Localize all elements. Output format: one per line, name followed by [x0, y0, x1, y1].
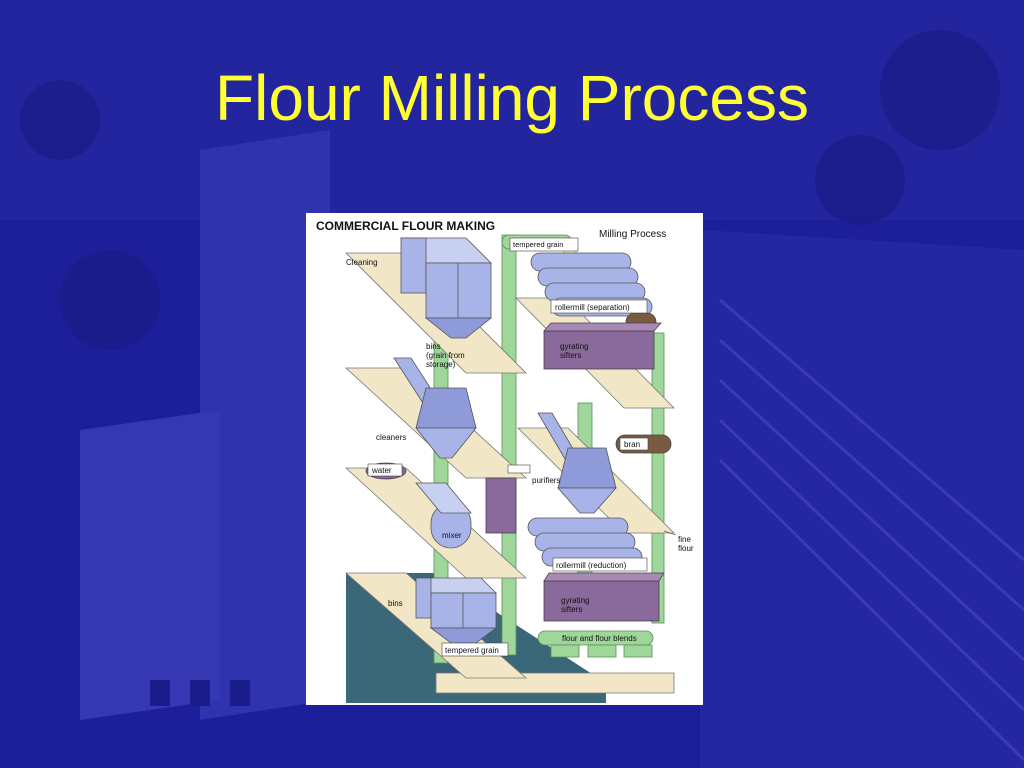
diagram-canvas: COMMERCIAL FLOUR MAKING Milling Process … [316, 219, 694, 703]
label-cleaning: Cleaning [346, 258, 378, 267]
flour-milling-diagram: COMMERCIAL FLOUR MAKING Milling Process … [306, 213, 703, 705]
label-rollermill-reduction: rollermill (reduction) [556, 561, 627, 570]
label-water: water [371, 466, 392, 475]
label-flour: flour [678, 544, 694, 553]
flour-blend-tanks [537, 630, 654, 658]
label-bran: bran [624, 440, 640, 449]
label-rollermill-separation: rollermill (separation) [555, 303, 630, 312]
label-tempered-grain-top: tempered grain [513, 240, 563, 249]
label-gyrating-bottom: gyrating [561, 596, 589, 605]
label-bins: bins [388, 599, 403, 608]
label-sifters-top: sifters [560, 351, 581, 360]
label-purifiers: purifiers [532, 476, 560, 485]
green-pipe-main [501, 234, 517, 656]
label-gyrating-top: gyrating [560, 342, 588, 351]
purifiers-machine [537, 412, 617, 514]
label-fine: fine [678, 535, 691, 544]
cleaners-machine [393, 357, 477, 459]
storage-bins [400, 237, 493, 339]
label-bins-storage-2: (grain from [426, 351, 465, 360]
gyrating-sifters-top [543, 330, 655, 370]
diagram-subheading: Milling Process [599, 229, 666, 240]
label-sifters-bottom: sifters [561, 605, 582, 614]
label-mixer: mixer [442, 531, 462, 540]
tempering-bins [415, 577, 498, 644]
label-cleaners: cleaners [376, 433, 406, 442]
diagram-heading: COMMERCIAL FLOUR MAKING [316, 219, 495, 233]
label-bins-storage-3: storage) [426, 360, 456, 369]
slide-title: Flour Milling Process [215, 62, 809, 134]
label-tempered-grain-bottom: tempered grain [445, 646, 499, 655]
label-bins-storage-1: bins [426, 342, 441, 351]
label-flour-blends: flour and flour blends [562, 634, 637, 643]
background-building [200, 130, 330, 720]
